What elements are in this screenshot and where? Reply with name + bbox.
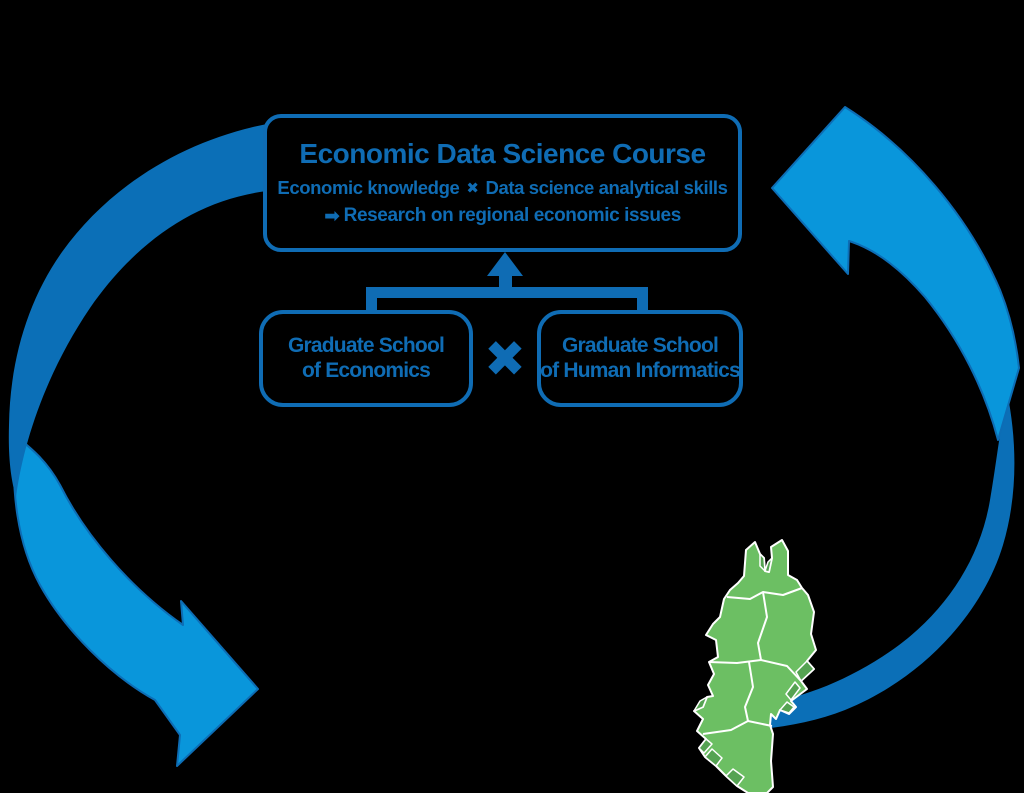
merge-bracket-left-stub bbox=[366, 287, 377, 312]
map-prefecture-borders bbox=[702, 587, 803, 735]
course-result: ➡ Research on regional economic issues bbox=[324, 205, 681, 227]
economics-school-line2: of Economics bbox=[301, 358, 431, 382]
right-cycle-arrow-dark-segment bbox=[748, 392, 1015, 730]
up-arrow-icon bbox=[487, 252, 523, 276]
multiply-icon: ✖ bbox=[466, 178, 479, 197]
informatics-school-line1: Graduate School bbox=[561, 333, 719, 357]
course-title: Economic Data Science Course bbox=[299, 138, 706, 170]
map-outline bbox=[693, 539, 817, 793]
merge-bracket-right-stub bbox=[637, 287, 648, 312]
right-cycle-arrow bbox=[748, 106, 1020, 730]
left-cycle-arrow-dark-segment bbox=[8, 124, 267, 497]
merge-bracket-bar bbox=[366, 287, 648, 298]
right-arrow-icon: ➡ bbox=[324, 204, 340, 227]
right-cycle-arrow-light-segment bbox=[771, 106, 1020, 441]
course-formula: Economic knowledge ✖ Data science analyt… bbox=[277, 176, 728, 199]
economics-school-line1: Graduate School bbox=[287, 333, 445, 357]
left-cycle-arrow bbox=[8, 124, 267, 767]
formula-left-text: Economic knowledge bbox=[277, 176, 460, 198]
result-text: Research on regional economic issues bbox=[343, 204, 682, 226]
economics-school-box: Graduate School of Economics bbox=[259, 310, 473, 407]
up-arrow-shaft bbox=[499, 274, 512, 290]
formula-right-text: Data science analytical skills bbox=[485, 176, 728, 198]
informatics-school-line2: of Human Informatics bbox=[540, 358, 741, 382]
left-cycle-arrow-light-segment bbox=[13, 435, 259, 767]
map-bevel-faces bbox=[693, 553, 815, 787]
japan-tohoku-region-map bbox=[693, 539, 817, 793]
informatics-school-box: Graduate School of Human Informatics bbox=[537, 310, 743, 407]
schools-multiply-icon: ✖ bbox=[484, 329, 526, 388]
merge-connector bbox=[366, 252, 648, 312]
course-box: Economic Data Science Course Economic kn… bbox=[263, 114, 742, 252]
